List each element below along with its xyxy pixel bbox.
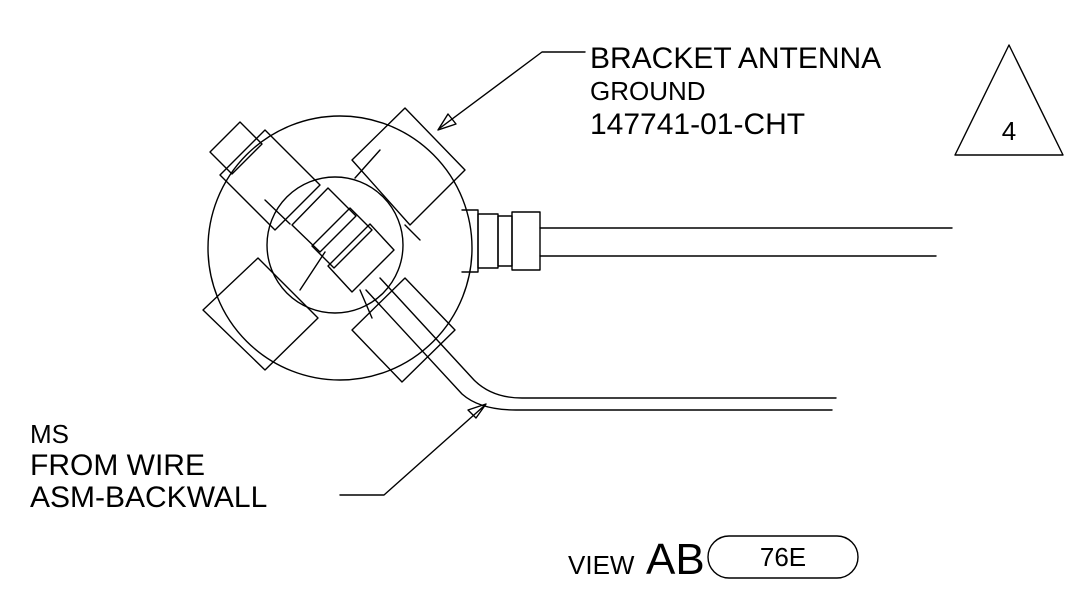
antenna-bracket-assembly [202, 107, 479, 383]
block-upper-left [219, 129, 321, 231]
wire-outer-line [379, 277, 837, 399]
leader-bottom-line [339, 405, 485, 496]
bracket-side-tab [461, 209, 479, 273]
sheet-ref-box [707, 535, 859, 579]
boss-upper-left [209, 121, 263, 175]
block-lower-left [202, 257, 319, 371]
view-prefix: VIEW [568, 550, 635, 580]
stud-tip [327, 223, 395, 293]
wire-inner-line [365, 289, 833, 411]
connector-nut [477, 213, 499, 269]
revision-triangle: 4 [954, 44, 1064, 156]
stud-base [291, 187, 357, 253]
callout-top-line1: BRACKET ANTENNA [590, 42, 881, 75]
callout-bottom-line2: FROM WIRE [30, 449, 205, 482]
view-label: VIEW AB 76E [568, 535, 859, 584]
bracket-outer-circle [207, 115, 473, 381]
callout-bottom-line1: MS [30, 419, 69, 449]
leader-top [437, 51, 586, 131]
connector-collar [497, 215, 513, 267]
callout-top-line2: GROUND [590, 76, 706, 106]
callout-top-line3: 147741-01-CHT [590, 108, 805, 141]
callout-bottom-line3: ASM-BACKWALL [30, 481, 267, 514]
leader-top-arrowhead [437, 113, 457, 131]
bracket-inner-circle [266, 176, 404, 314]
backwall-wire [365, 277, 837, 411]
revision-triangle-value: 4 [1002, 116, 1016, 146]
view-id: AB [646, 535, 705, 584]
block-upper-right [351, 107, 466, 226]
sheet-ref-value: 76E [760, 542, 806, 572]
cable-connector [477, 211, 953, 271]
bracket-web-lines [264, 149, 421, 319]
connector-body [511, 211, 541, 271]
block-lower-right [351, 277, 456, 383]
revision-triangle-outline [954, 44, 1064, 156]
leader-top-line [439, 51, 586, 129]
leader-bottom [339, 403, 487, 496]
leader-bottom-arrowhead [467, 403, 487, 419]
stud-mid [311, 207, 373, 269]
